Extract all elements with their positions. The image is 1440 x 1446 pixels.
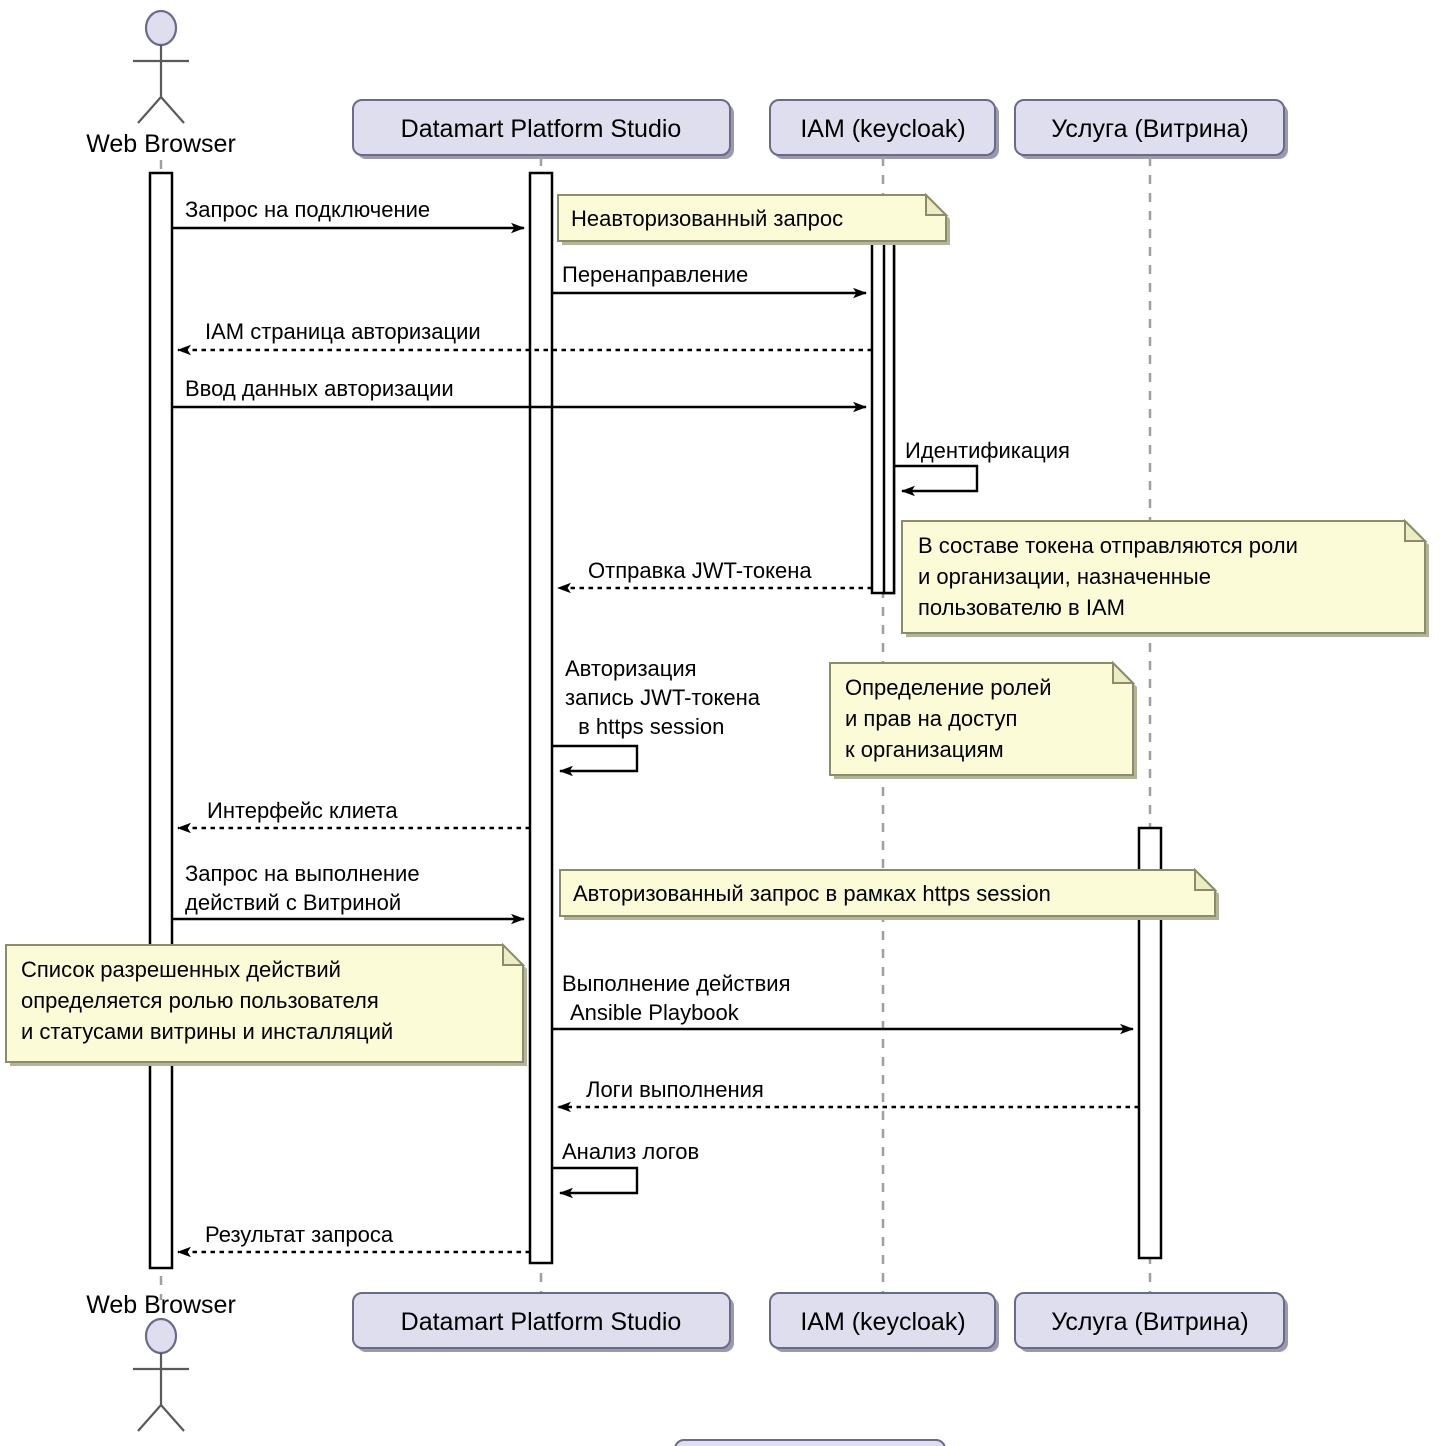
participant-label-iam-top: IAM (keycloak) (800, 115, 965, 143)
message-label-m4: Ввод данных авторизации (185, 376, 454, 401)
message-label-m6: Отправка JWT-токена (588, 558, 812, 583)
box-body (352, 99, 731, 156)
note-body (829, 662, 1134, 776)
message-m12: Анализ логов (552, 1139, 699, 1199)
message-label-m8: Интерфейс клиета (207, 798, 398, 823)
message-label-m11: Логи выполнения (586, 1077, 764, 1102)
participant-box-iam-bottom[interactable]: IAM (keycloak) (769, 1292, 999, 1352)
message-m3: IAM страница авторизации (177, 319, 872, 356)
participant-label-studio-top: Datamart Platform Studio (401, 115, 682, 143)
note-fold-corner (1194, 867, 1218, 891)
actor-leg-left (137, 96, 162, 124)
message-label-m2: Перенаправление (562, 262, 748, 287)
note-text-n2-line2: и организации, назначенные (918, 564, 1211, 589)
actor-leg-right (160, 1404, 185, 1432)
activation-studio (528, 171, 554, 1265)
note-text-n3-line1: Определение ролей (845, 675, 1052, 700)
actor-leg-left (137, 1404, 162, 1432)
participant-box-studio-bottom[interactable]: Datamart Platform Studio (352, 1292, 734, 1352)
participant-box-studio-top[interactable]: Datamart Platform Studio (352, 99, 734, 159)
message-label-m13: Результат запроса (205, 1222, 394, 1247)
message-m9: Запрос на выполнение действий с Витриной (172, 861, 525, 925)
participant-box-iam-top[interactable]: IAM (keycloak) (769, 99, 999, 159)
actor-head-icon (144, 1317, 178, 1355)
note-text-n5-line1: Список разрешенных действий (21, 957, 341, 982)
note-body (5, 944, 524, 1063)
note-body (559, 869, 1216, 917)
note-fold-corner (502, 942, 526, 966)
note-text-n5-line3: и статусами витрины и инсталляций (21, 1019, 393, 1044)
actor-head-icon (144, 9, 178, 47)
message-m6: Отправка JWT-токена (557, 558, 872, 594)
note-n1: Неавторизованный запрос (557, 192, 950, 245)
note-n4: Авторизованный запрос в рамках https ses… (559, 867, 1219, 920)
note-fold-corner (925, 192, 949, 216)
message-label-m7-line2: запись JWT-токена (565, 685, 761, 710)
note-body (901, 520, 1426, 634)
note-n3: Определение ролей и прав на доступ к орг… (829, 660, 1137, 779)
message-label-m5: Идентификация (905, 438, 1070, 463)
self-message-path (552, 1166, 639, 1199)
message-label-m9-line1: Запрос на выполнение (185, 861, 420, 886)
participant-label-studio-bottom: Datamart Platform Studio (401, 1308, 682, 1336)
message-m2: Перенаправление (552, 262, 867, 299)
participant-label-service-bottom: Услуга (Витрина) (1051, 1308, 1249, 1336)
note-fold-corner (1404, 518, 1428, 542)
message-label-m1: Запрос на подключение (185, 197, 430, 222)
note-n5: Список разрешенных действий определяется… (5, 942, 527, 1066)
message-m5: Идентификация (894, 438, 1070, 497)
note-text-n3-line3: к организациям (845, 737, 1004, 762)
note-n2: В составе токена отправляются роли и орг… (901, 518, 1429, 637)
participant-label-service-top: Услуга (Витрина) (1051, 115, 1249, 143)
note-fold-corner (1112, 660, 1136, 684)
message-label-m7-line1: Авторизация (565, 656, 697, 681)
note-body (557, 194, 947, 242)
activation-iam-inner (882, 238, 896, 595)
message-m11: Логи выполнения (557, 1077, 1139, 1113)
actor-browser-bottom (133, 1317, 189, 1432)
message-m8: Интерфейс клиета (177, 798, 530, 834)
box-body (769, 1292, 996, 1349)
actor-leg-right (160, 96, 185, 124)
activation-service (1137, 826, 1163, 1260)
message-m13: Результат запроса (177, 1222, 530, 1258)
activation-browser (148, 171, 174, 1270)
self-message-path (552, 744, 639, 777)
note-text-n2-line3: пользователю в IAM (918, 595, 1125, 620)
message-m10: Выполнение действия Ansible Playbook (552, 971, 1134, 1035)
participant-label-browser-bottom: Web Browser (86, 1291, 236, 1319)
message-label-m10-line1: Выполнение действия (562, 971, 791, 996)
message-m4: Ввод данных авторизации (172, 376, 867, 413)
message-label-m9-line2: действий с Витриной (185, 890, 401, 915)
note-text-n2-line1: В составе токена отправляются роли (918, 533, 1298, 558)
message-label-m10-line2: Ansible Playbook (570, 1000, 740, 1025)
note-text-n4: Авторизованный запрос в рамках https ses… (573, 881, 1051, 906)
actor-browser-top (133, 9, 189, 124)
cropped-bottom-box (674, 1439, 946, 1446)
participant-box-service-bottom[interactable]: Услуга (Витрина) (1014, 1292, 1288, 1352)
box-body (352, 1292, 731, 1349)
participant-label-browser-top: Web Browser (86, 130, 236, 158)
message-label-m12: Анализ логов (562, 1139, 699, 1164)
message-label-m7-line3: в https session (572, 714, 724, 739)
self-message-path (894, 464, 979, 497)
box-body (769, 99, 996, 156)
note-text-n1: Неавторизованный запрос (571, 206, 843, 231)
message-m1: Запрос на подключение (172, 197, 525, 234)
participant-label-iam-bottom: IAM (keycloak) (800, 1308, 965, 1336)
note-text-n3-line2: и прав на доступ (845, 706, 1017, 731)
box-body (1014, 99, 1285, 156)
box-body (1014, 1292, 1285, 1349)
message-label-m3: IAM страница авторизации (205, 319, 481, 344)
note-text-n5-line2: определяется ролью пользователя (21, 988, 379, 1013)
participant-box-service-top[interactable]: Услуга (Витрина) (1014, 99, 1288, 159)
message-m7: Авторизация запись JWT-токена в https se… (552, 656, 761, 777)
